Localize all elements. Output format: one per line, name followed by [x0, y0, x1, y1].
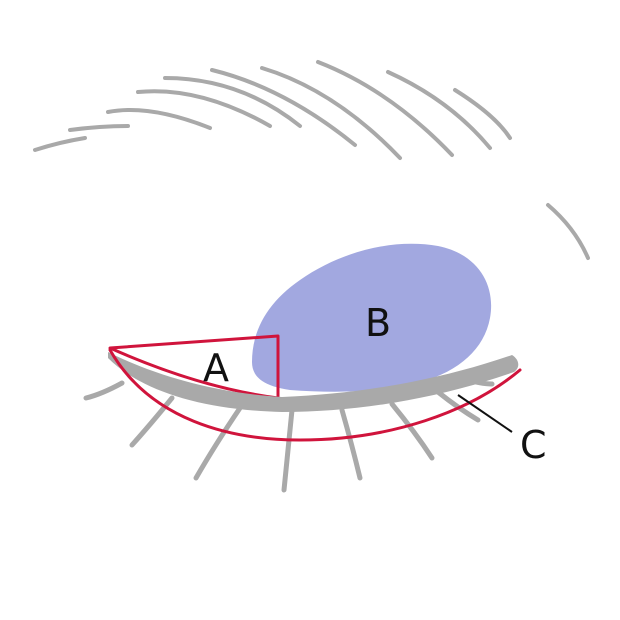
region-b-shadow: [252, 243, 492, 392]
eyebrow: [33, 60, 512, 160]
label-c: C: [520, 423, 547, 467]
brow-bone-line: [546, 203, 590, 260]
label-b: B: [365, 301, 391, 345]
label-a: A: [203, 346, 229, 390]
region-c-outline: [108, 348, 522, 442]
upper-eyelid: [108, 352, 519, 412]
label-c-leader: [457, 394, 513, 433]
